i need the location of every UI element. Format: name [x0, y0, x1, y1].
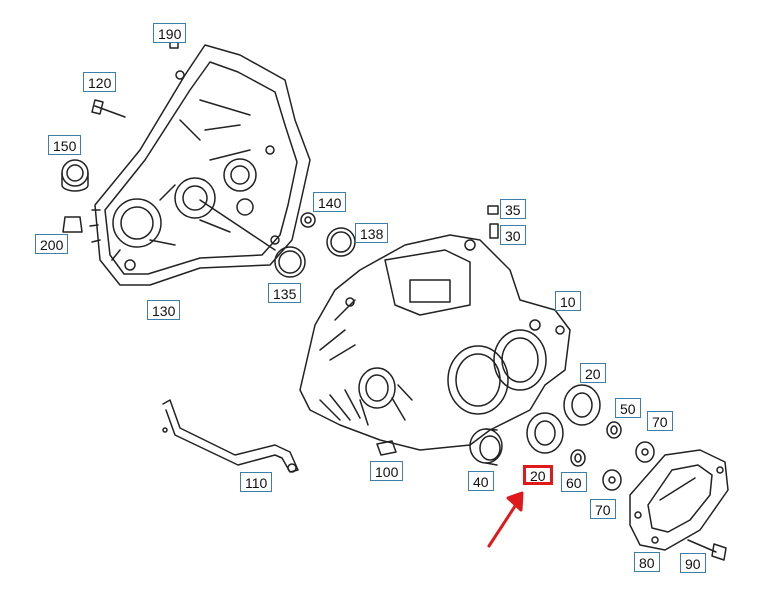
part-label-130[interactable]: 130 [147, 300, 181, 320]
part-label-30[interactable]: 30 [500, 225, 526, 245]
plugs-and-washers-drawing [570, 421, 655, 491]
part-label-140[interactable]: 140 [313, 192, 347, 212]
housing-10-drawing [299, 234, 571, 451]
part-label-138[interactable]: 138 [355, 223, 389, 243]
bearing-20-drawing [526, 384, 601, 454]
part-label-120[interactable]: 120 [83, 72, 117, 92]
pins-35-30-drawing [487, 205, 499, 239]
part-label-70-lower[interactable]: 70 [590, 499, 616, 519]
part-label-110[interactable]: 110 [240, 472, 273, 492]
part-label-20-highlighted[interactable]: 20 [523, 465, 553, 485]
part-label-60[interactable]: 60 [561, 472, 587, 492]
part-label-40[interactable]: 40 [468, 471, 494, 491]
part-label-100[interactable]: 100 [370, 461, 404, 481]
seal-40-drawing [469, 428, 503, 466]
part-label-10[interactable]: 10 [555, 291, 581, 311]
part-label-190[interactable]: 190 [153, 23, 187, 43]
cover-80-drawing [629, 449, 729, 551]
highlight-pointer-arrow [487, 491, 524, 548]
bolt-90-drawing [687, 539, 727, 561]
part-label-90[interactable]: 90 [680, 553, 706, 573]
part-label-70-upper[interactable]: 70 [647, 411, 673, 431]
block-100-drawing [376, 440, 397, 456]
part-label-150[interactable]: 150 [48, 135, 82, 155]
part-label-200[interactable]: 200 [35, 234, 69, 254]
part-label-135[interactable]: 135 [268, 283, 302, 303]
shift-rod-110-drawing [162, 399, 299, 473]
part-label-50[interactable]: 50 [615, 398, 641, 418]
part-label-20-upper[interactable]: 20 [580, 363, 606, 383]
cover-plate-130-drawing [89, 44, 311, 286]
part-label-35[interactable]: 35 [500, 199, 526, 219]
part-label-80[interactable]: 80 [634, 552, 660, 572]
